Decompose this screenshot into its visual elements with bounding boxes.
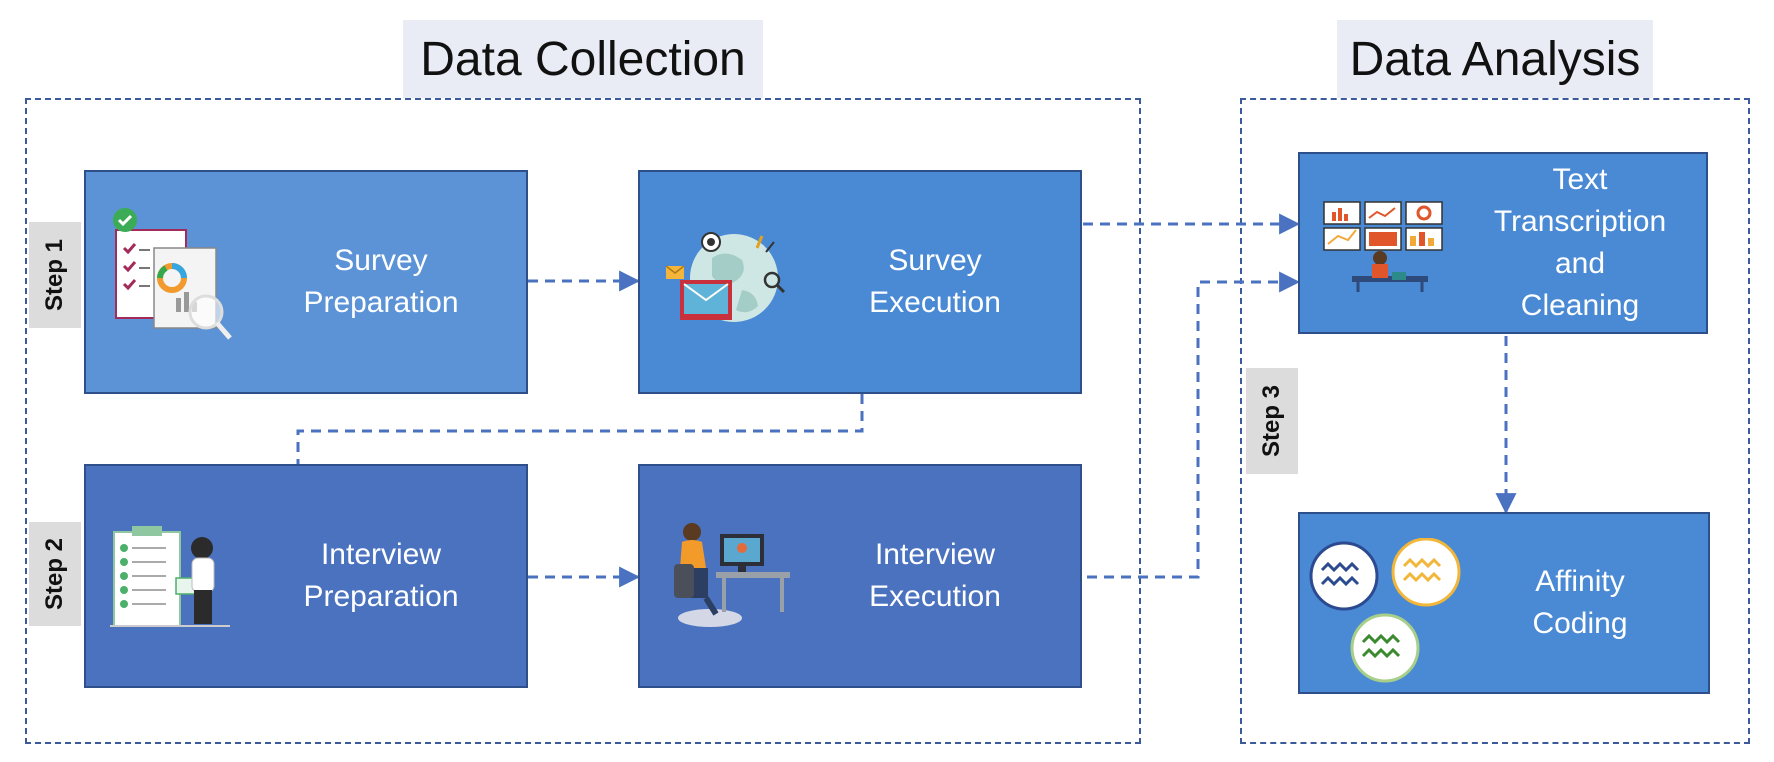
survey-preparation-box: Survey Preparation: [84, 170, 528, 394]
interview-execution-box: Interview Execution: [638, 464, 1082, 688]
text-transcription-label: Text Transcription and Cleaning: [1493, 163, 1667, 322]
interview-execution-label: Interview Execution: [869, 538, 1001, 613]
affinity-coding-box: Affinity Coding: [1298, 512, 1710, 694]
clipboard-person-icon: [110, 526, 230, 627]
interview-preparation-box: Interview Preparation: [84, 464, 528, 688]
interview-preparation-label: Interview Preparation: [303, 538, 459, 613]
wave-circles-icon: [1309, 538, 1461, 683]
dashboard-monitors-icon: [1323, 201, 1443, 292]
connector-survey-exec-to-interview-prep: [296, 394, 864, 464]
survey-preparation-label: Survey Preparation: [303, 244, 459, 319]
text-transcription-box: Text Transcription and Cleaning: [1298, 152, 1708, 334]
section-title-data-collection: Data Collection: [403, 20, 763, 98]
section-title-text: Data Analysis: [1349, 32, 1641, 86]
survey-execution-label: Survey Execution: [869, 244, 1001, 319]
affinity-coding-label: Affinity Coding: [1532, 565, 1628, 640]
connector-interview-exec-to-transcription: [1087, 271, 1301, 579]
step-2-label: Step 2: [29, 522, 81, 626]
data-collection-region: [25, 98, 1141, 744]
survey-execution-box: Survey Execution: [638, 170, 1082, 394]
video-call-desk-icon: [674, 523, 790, 627]
section-title-text: Data Collection: [420, 32, 746, 86]
globe-email-icon: [665, 232, 786, 322]
data-analysis-region: [1240, 98, 1750, 744]
step-1-label: Step 1: [29, 222, 81, 328]
step-3-label: Step 3: [1246, 368, 1298, 474]
section-title-data-analysis: Data Analysis: [1337, 20, 1653, 98]
checklist-magnifier-icon: [113, 208, 232, 340]
